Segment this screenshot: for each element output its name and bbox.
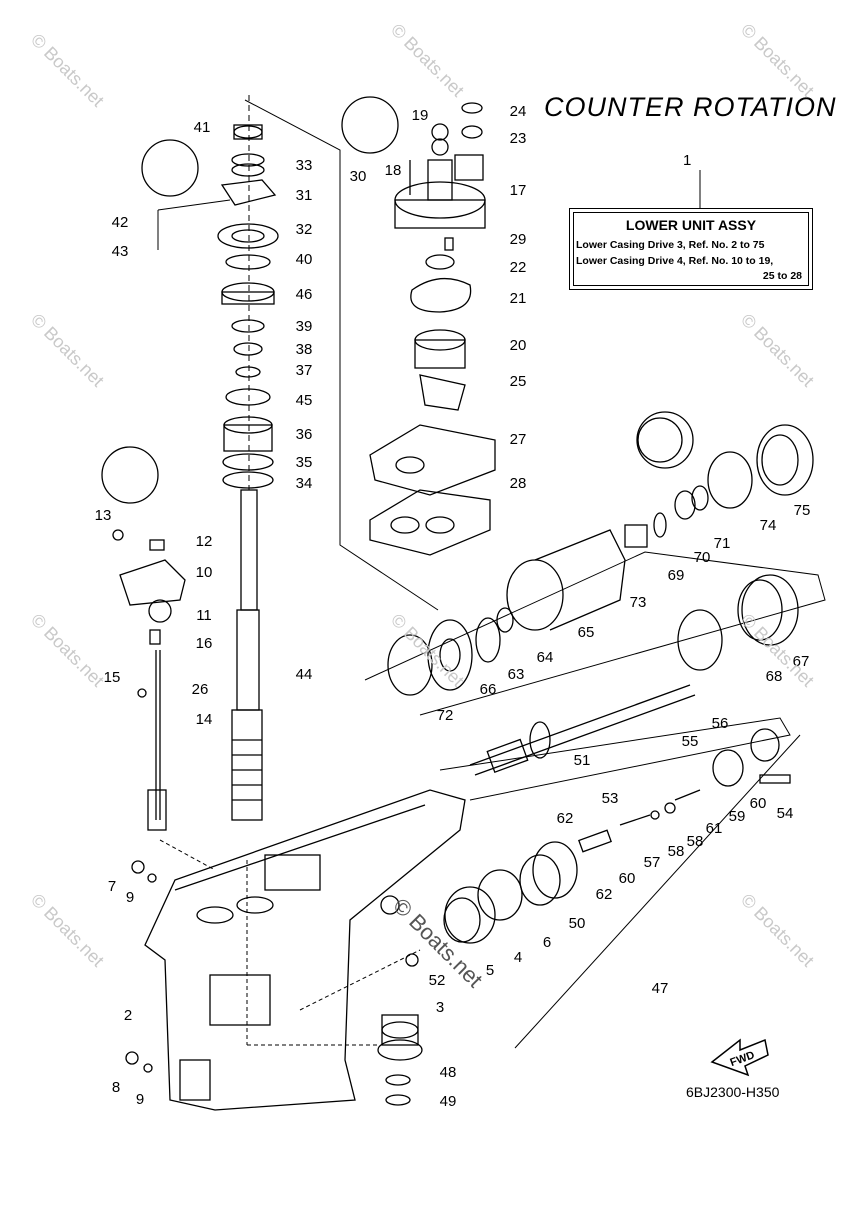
callout-60: 60 [619,870,636,887]
callout-35: 35 [296,454,313,471]
callout-57: 57 [644,854,661,871]
callout-7: 7 [108,878,116,895]
callout-58: 58 [668,843,685,860]
fwd-label: FWD [729,1049,757,1069]
callout-72: 72 [437,707,454,724]
callout-52: 52 [429,972,446,989]
callout-24: 24 [510,103,527,120]
drawing-code: 6BJ2300-H350 [686,1084,780,1100]
callout-13: 13 [95,507,112,524]
callout-36: 36 [296,426,313,443]
callout-9: 9 [136,1091,144,1108]
callout-65: 65 [578,624,595,641]
callout-28: 28 [510,475,527,492]
callout-68: 68 [766,668,783,685]
callout-48: 48 [440,1064,457,1081]
callout-6: 6 [543,934,551,951]
callout-9: 9 [126,889,134,906]
callout-62: 62 [596,886,613,903]
callout-46: 46 [296,286,313,303]
callout-27: 27 [510,431,527,448]
callout-39: 39 [296,318,313,335]
callout-74: 74 [760,517,777,534]
callout-18: 18 [385,162,402,179]
legend-box: LOWER UNIT ASSY Lower Casing Drive 3, Re… [569,208,813,290]
callout-58: 58 [687,833,704,850]
callout-45: 45 [296,392,313,409]
callout-14: 14 [196,711,213,728]
callout-49: 49 [440,1093,457,1110]
callout-47: 47 [652,980,669,997]
callout-2: 2 [124,1007,132,1024]
legend-title: LOWER UNIT ASSY [625,217,757,233]
callout-40: 40 [296,251,313,268]
callout-56: 56 [712,715,729,732]
callout-73: 73 [630,594,647,611]
callout-62: 62 [557,810,574,827]
callout-32: 32 [296,221,313,238]
callout-25: 25 [510,373,527,390]
callout-23: 23 [510,130,527,147]
callout-21: 21 [510,290,527,307]
callout-29: 29 [510,231,527,248]
callout-5: 5 [486,962,494,979]
legend-line-2: Lower Casing Drive 4, Ref. No. 10 to 19, [576,255,774,267]
callout-33: 33 [296,157,313,174]
callout-59: 59 [729,808,746,825]
callout-37: 37 [296,362,313,379]
legend-ref-number: 1 [683,152,691,169]
legend-line-1: Lower Casing Drive 3, Ref. No. 2 to 75 [576,239,765,251]
callout-38: 38 [296,341,313,358]
callout-15: 15 [104,669,121,686]
callout-75: 75 [794,502,811,519]
callout-4: 4 [514,949,522,966]
callout-19: 19 [412,107,429,124]
callout-3: 3 [436,999,444,1016]
callout-55: 55 [682,733,699,750]
callout-16: 16 [196,635,213,652]
callout-50: 50 [569,915,586,932]
callout-43: 43 [112,243,129,260]
callout-54: 54 [777,805,794,822]
callout-61: 61 [706,820,723,837]
callout-8: 8 [112,1079,120,1096]
callout-53: 53 [602,790,619,807]
callout-12: 12 [196,533,213,550]
callout-44: 44 [296,666,313,683]
callout-22: 22 [510,259,527,276]
callout-26: 26 [192,681,209,698]
callout-20: 20 [510,337,527,354]
callout-42: 42 [112,214,129,231]
callout-64: 64 [537,649,554,666]
callout-71: 71 [714,535,731,552]
callout-10: 10 [196,564,213,581]
callout-41: 41 [194,119,211,136]
callout-60: 60 [750,795,767,812]
callout-51: 51 [574,752,591,769]
callout-66: 66 [480,681,497,698]
callout-17: 17 [510,182,527,199]
callout-70: 70 [694,549,711,566]
callout-69: 69 [668,567,685,584]
callout-63: 63 [508,666,525,683]
callout-67: 67 [793,653,810,670]
callout-34: 34 [296,475,313,492]
diagram-title: COUNTER ROTATION [544,92,837,122]
callout-31: 31 [296,187,313,204]
callout-30: 30 [350,168,367,185]
legend-inner-border [573,212,809,286]
legend-line-3: 25 to 28 [762,270,802,282]
callout-11: 11 [196,607,212,624]
